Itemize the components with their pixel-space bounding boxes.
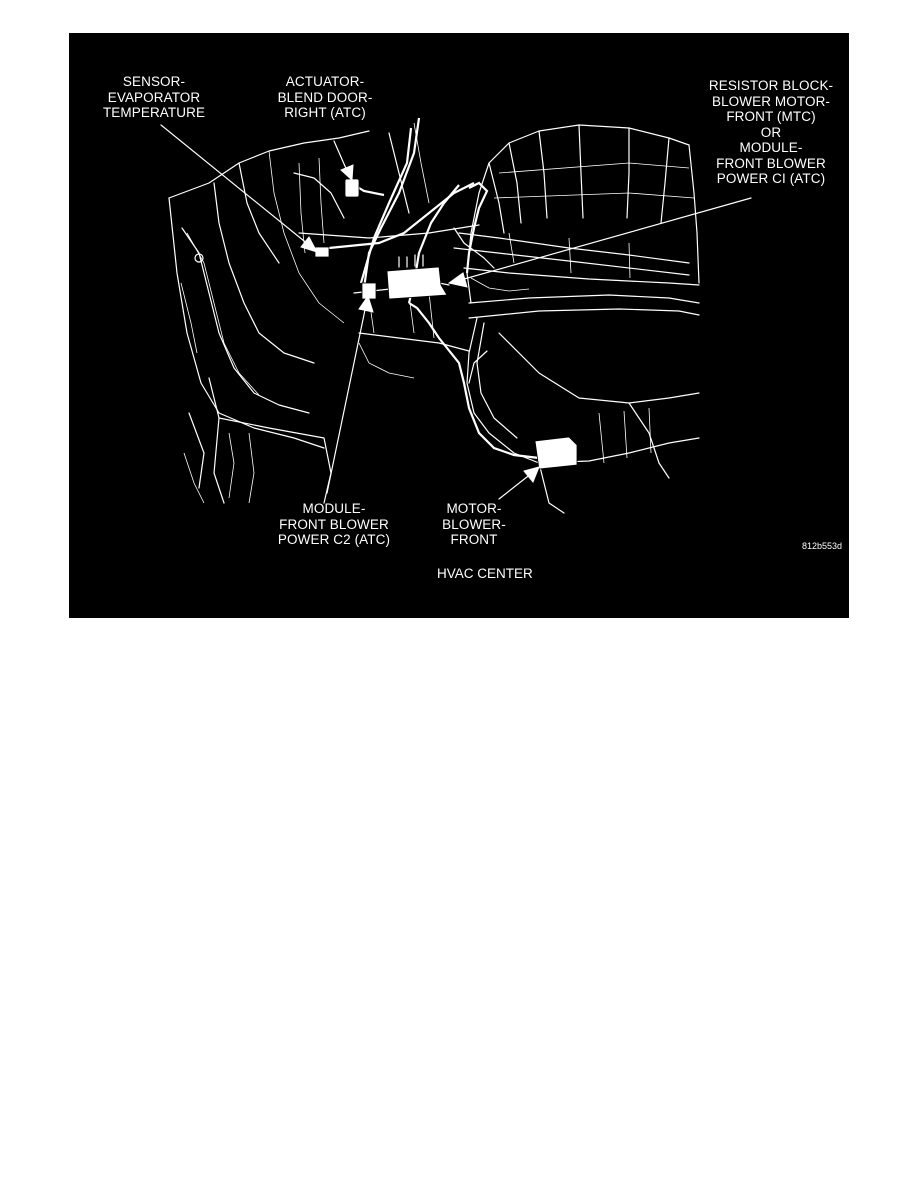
- arrowhead-module-c2: [358, 294, 374, 313]
- arrowhead-resistor: [447, 272, 468, 288]
- callout-resistor-block: RESISTOR BLOCK- BLOWER MOTOR- FRONT (MTC…: [708, 78, 834, 186]
- blend-door-actuator-part: [344, 178, 360, 198]
- arrowhead-actuator: [340, 164, 354, 182]
- blower-motor-connector-part: [534, 436, 578, 470]
- figure-id: 812b553d: [802, 541, 843, 551]
- left-dash-panel: [168, 130, 370, 504]
- hvac-diagram: SENSOR- EVAPORATOR TEMPERATURE ACTUATOR-…: [69, 33, 849, 618]
- module-c2-part: [361, 282, 377, 300]
- leader-arrows: [160, 124, 752, 500]
- arrowhead-sensor: [300, 236, 319, 253]
- figure-caption: HVAC CENTER: [437, 566, 533, 581]
- hvac-line-art: [160, 117, 752, 514]
- callout-sensor-evaporator: SENSOR- EVAPORATOR TEMPERATURE: [102, 74, 206, 120]
- callout-motor-blower: MOTOR- BLOWER- FRONT: [442, 501, 506, 547]
- callout-actuator-blend-door: ACTUATOR- BLEND DOOR- RIGHT (ATC): [277, 74, 373, 120]
- arrowhead-motor: [523, 466, 540, 483]
- resistor-block-part: [386, 254, 448, 300]
- callout-module-c2: MODULE- FRONT BLOWER POWER C2 (ATC): [277, 501, 391, 547]
